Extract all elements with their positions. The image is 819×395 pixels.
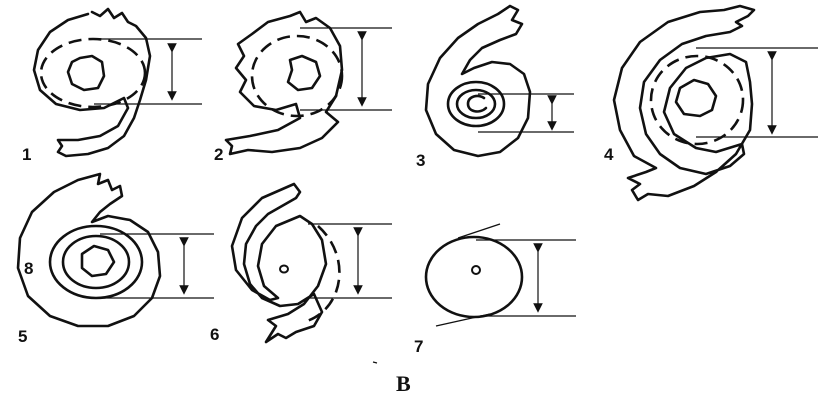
panel-1: 1 (22, 7, 202, 164)
panel-7-label: 7 (414, 337, 423, 356)
panel-7-eye (471, 265, 481, 275)
panel-7: 7 (414, 223, 576, 356)
figure-caption: B (396, 371, 411, 395)
panel-5-outer-ring (48, 224, 144, 300)
panel-6: 6 (210, 182, 392, 344)
panel-2: 2 (214, 10, 392, 164)
panel-4-dashed-ring (649, 54, 745, 146)
panel-3-label: 3 (416, 151, 425, 170)
panel-5: 8 5 (16, 172, 214, 346)
panel-6-label: 6 (210, 325, 219, 344)
panel-4: 4 (604, 4, 818, 202)
panel-2-dashed-ring (250, 34, 344, 118)
panel-1-outer-band (32, 7, 152, 158)
panel-1-eye (66, 54, 106, 92)
panel-5-inner-mark: 8 (24, 259, 33, 278)
panel-4-label: 4 (604, 145, 614, 164)
panel-5-eye (80, 244, 116, 278)
panel-1-label: 1 (22, 145, 31, 164)
panel-6-outer-band (230, 182, 328, 344)
panel-5-middle-ring (61, 234, 131, 290)
panel-3-middle-ring (455, 88, 497, 120)
panel-6-dashed-arc (303, 225, 341, 324)
panel-2-outer-band (224, 10, 344, 156)
panel-1-dashed-ring (39, 37, 147, 109)
panel-7-tangent-top (457, 223, 501, 239)
panel-5-label: 5 (18, 327, 27, 346)
panel-3-outer-ring (446, 80, 506, 128)
panel-2-label: 2 (214, 145, 223, 164)
panel-7-cloud-mass (424, 235, 524, 319)
scan-speck (372, 361, 378, 364)
panel-3: 3 (416, 4, 574, 170)
panel-5-outer-band (16, 172, 162, 328)
panel-6-eye (279, 264, 289, 274)
panel-4-eye (674, 78, 718, 118)
panel-3-outer-band (424, 4, 532, 158)
panel-4-outer-band (612, 4, 756, 202)
panel-3-spiral-eye (466, 94, 488, 113)
panel-2-eye (286, 54, 322, 92)
